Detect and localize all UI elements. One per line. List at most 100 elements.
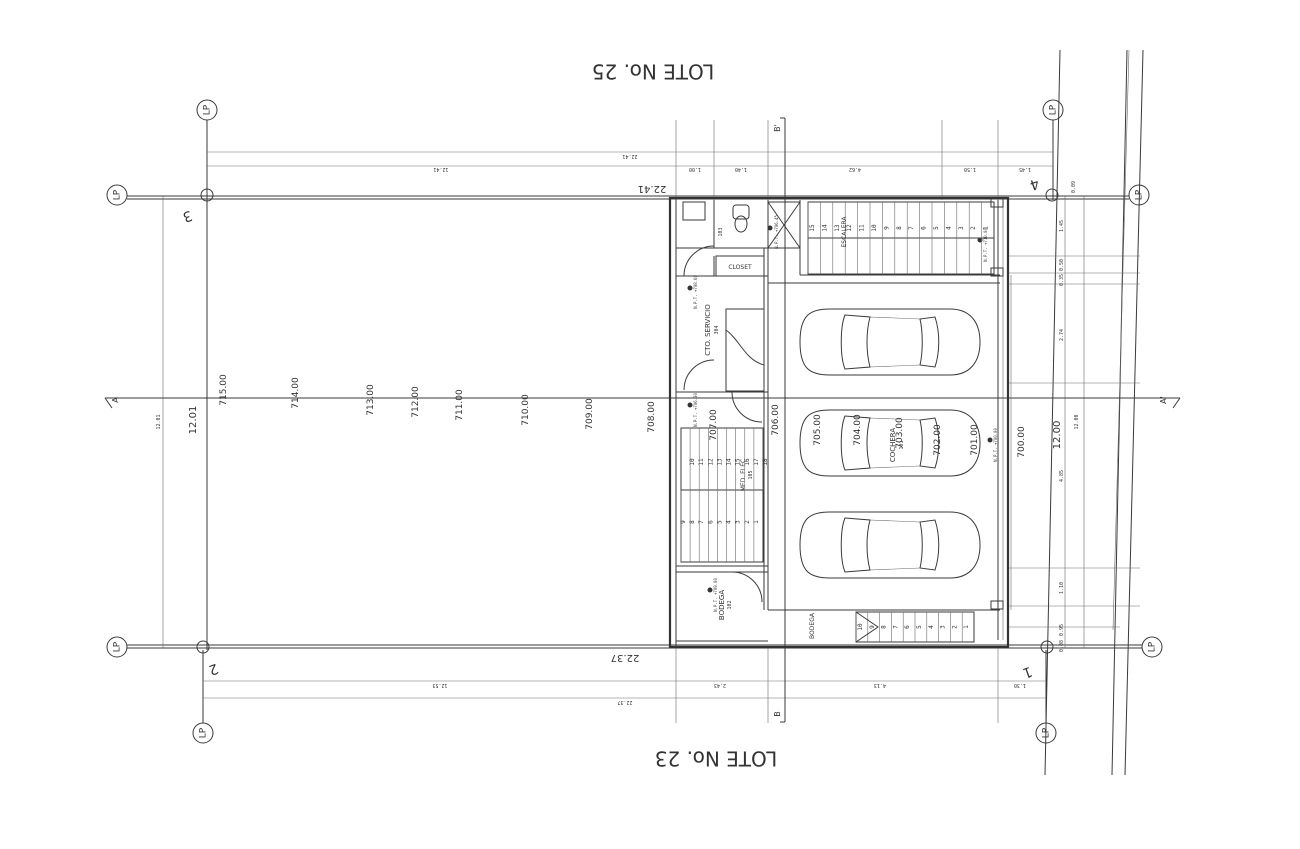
axis-b-top: B' <box>773 124 782 132</box>
contour-label: 702.00 <box>933 424 943 456</box>
dim-right-s6: 4.85 <box>1059 470 1065 482</box>
stair-step-number: 7 <box>892 625 899 629</box>
dim-left-outer: 12.01 <box>156 414 162 429</box>
contour-label: 707.00 <box>709 409 719 441</box>
corner-2: 2 <box>206 660 220 678</box>
stair-step-number: 6 <box>904 625 911 629</box>
section-axes: A A' B' B <box>104 117 1181 723</box>
grid-bubble-label: LP <box>1042 727 1052 738</box>
stair-step-number: 9 <box>883 226 890 230</box>
room-servicio: CTO. SERVICIO <box>704 304 712 356</box>
grid-bubble-label: LP <box>203 104 213 115</box>
contour-label: 705.00 <box>813 414 823 446</box>
level-npt: N.P.T. +706.30 <box>693 393 698 427</box>
dim-bot-total: 22.37 <box>617 699 632 705</box>
contour-label: 715.00 <box>219 374 229 406</box>
right-dimensions: 0.09 1.45 0.35 0.50 2.74 4.85 1.10 0.95 … <box>1007 181 1140 652</box>
stair-step-number: 12 <box>707 458 714 466</box>
top-dimensions: 22.41 12.41 1.00 1.40 4.62 1.50 1.45 22.… <box>207 120 1053 200</box>
level-npt: N.P.T. +706.45 <box>774 215 779 249</box>
stair-step-number: 10 <box>871 224 878 232</box>
stair-step-number: 15 <box>735 458 742 466</box>
stair-step-number: 14 <box>821 224 828 232</box>
level-npt: N.P.T. +708.60 <box>693 275 698 309</box>
dim-right-s5: 2.74 <box>1059 329 1065 341</box>
stair-step-number: 6 <box>707 520 714 524</box>
car-icon <box>799 409 981 477</box>
dim-right-s7: 1.10 <box>1059 582 1065 594</box>
stair-step-number: 10 <box>857 623 864 631</box>
room-escalera: ESCALERA <box>841 216 848 248</box>
room-bodega-2: BODEGA <box>809 612 816 639</box>
stair-step-number: 3 <box>940 625 947 629</box>
stair-step-number: 4 <box>945 226 952 230</box>
contour-label: 706.00 <box>771 404 781 436</box>
dim-right-inner: 12.00 <box>1052 421 1063 450</box>
stair-step-number: 17 <box>753 458 760 466</box>
bottom-dimensions: 12.53 2.43 4.13 1.30 22.37 22.37 <box>203 648 1046 723</box>
grid-bubble-label: LP <box>113 641 123 652</box>
dim-top-side: 22.41 <box>638 183 667 194</box>
columns <box>990 198 1004 610</box>
contour-label: 703.00 <box>895 417 905 449</box>
car-icon <box>799 308 981 376</box>
room-servicio-code: 304 <box>714 325 720 334</box>
lot-title-bottom: LOTE No. 23 <box>655 747 777 771</box>
stair-step-number: 10 <box>689 458 696 466</box>
room-bodega: BODEGA <box>718 590 726 620</box>
dim-bot-seg3: 4.13 <box>874 682 886 688</box>
dim-right-s1: 0.09 <box>1071 181 1077 193</box>
stair-step-number: 13 <box>716 458 723 466</box>
stair-step-number: 8 <box>896 226 903 230</box>
contour-label: 711.00 <box>455 389 465 421</box>
stair-step-number: 12 <box>846 224 853 232</box>
contour-label: 704.00 <box>853 414 863 446</box>
room-bodega-code: 102 <box>727 600 733 609</box>
contour-label: 710.00 <box>521 394 531 426</box>
stair-step-number: 8 <box>881 625 888 629</box>
grid-bubble-label: LP <box>113 189 123 200</box>
axis-a-left: A <box>111 397 120 403</box>
lot-boundaries <box>127 49 1144 776</box>
contour-label: 712.00 <box>411 386 421 418</box>
dim-top-seg2: 1.00 <box>689 166 701 172</box>
building-footprint: CLOSET <box>668 196 1012 649</box>
lot-title-top: LOTE No. 25 <box>592 60 714 84</box>
dim-left-inner: 12.01 <box>188 406 199 435</box>
stair-step-number: 3 <box>735 520 742 524</box>
stair-step-number: 18 <box>762 458 769 466</box>
left-dimensions: 12.01 12.01 <box>156 196 199 648</box>
stair-step-number: 14 <box>726 458 733 466</box>
level-npt: N.P.T. +700.00 <box>993 428 998 462</box>
stair-step-number: 13 <box>834 224 841 232</box>
room-cochera: COCHERA <box>889 428 897 463</box>
axis-b-bottom: B <box>773 711 782 717</box>
level-npt: N.P.T. +710.00 <box>983 228 988 262</box>
level-npt: N.P.T. +709.00 <box>713 578 718 612</box>
stair-step-number: 8 <box>689 520 696 524</box>
contour-label: 701.00 <box>970 424 980 456</box>
stair-step-number: 1 <box>963 625 970 629</box>
room-medidores: MED. ELEC <box>740 459 747 492</box>
dim-right-outer: 12.00 <box>1074 414 1080 429</box>
contour-label: 709.00 <box>585 398 595 430</box>
room-bano-code: 103 <box>718 227 724 236</box>
room-medidores-code: 105 <box>748 470 754 479</box>
stair-step-number: 1 <box>983 226 990 230</box>
dim-bot-side: 22.37 <box>611 652 640 663</box>
corner-4: 4 <box>1027 175 1041 193</box>
grid-bubble-label: LP <box>1148 641 1158 652</box>
dim-bot-seg4: 1.30 <box>1014 682 1026 688</box>
axis-a-right: A' <box>1159 396 1168 404</box>
stair-step-number: 7 <box>908 226 915 230</box>
contour-label: 714.00 <box>291 377 301 409</box>
car-icon <box>799 511 981 579</box>
stair-step-number: 15 <box>809 224 816 232</box>
stair-step-number: 5 <box>716 520 723 524</box>
stair-step-number: 3 <box>958 226 965 230</box>
dim-right-s8: 0.95 <box>1059 624 1065 636</box>
